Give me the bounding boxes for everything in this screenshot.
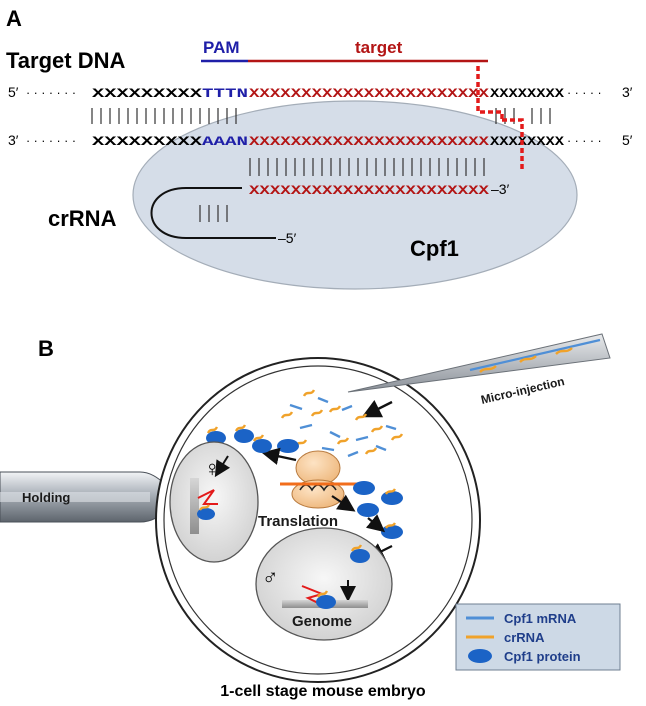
panel-b: B Holding Micro-injection <box>0 333 621 700</box>
arrow-protein-flow <box>365 514 386 533</box>
target-label: target <box>355 38 403 57</box>
arrow-to-female-pronucleus <box>261 447 297 465</box>
ribosome-icon <box>280 450 358 509</box>
cpf1-label: Cpf1 <box>410 236 459 261</box>
legend-protein-icon <box>468 649 492 663</box>
top-base-pair-ticks <box>91 108 551 124</box>
crrna-target-ticks <box>249 158 485 176</box>
legend: Cpf1 mRNA crRNA Cpf1 protein <box>455 603 621 671</box>
crrna-label: crRNA <box>48 206 117 231</box>
translation-label: Translation <box>258 513 338 530</box>
crrna-hairpin <box>150 187 276 239</box>
bottom-three-prime: 3′ <box>8 132 19 148</box>
bottom-right-dots: · · · · · <box>567 134 602 148</box>
arrow-into-female-pronucleus <box>214 455 231 478</box>
top-three-prime: 3′ <box>622 84 633 100</box>
crrna-seq: XXXXXXXXXXXXXXXXXXXXXXX <box>249 184 490 198</box>
cpf1-protein-dot <box>353 481 375 495</box>
pam-label: PAM <box>203 38 240 57</box>
cpf1-protein-dot <box>381 491 403 505</box>
panel-b-letter: B <box>38 336 54 361</box>
injection-label: Micro-injection <box>480 374 566 407</box>
panel-a: A Target DNA PAM target 5′ · · · · · · ·… <box>6 6 633 290</box>
female-cut-marker <box>197 489 218 505</box>
injection-arrow <box>361 400 393 418</box>
legend-crrna-label: crRNA <box>504 630 545 645</box>
bottom-strand-cleavage-site <box>502 118 524 170</box>
bottom-left-dots: · · · · · · · <box>26 134 76 148</box>
genome-label: Genome <box>292 613 352 630</box>
holding-label: Holding <box>22 490 70 505</box>
female-symbol: ♀ <box>204 456 221 481</box>
crrna-three-prime: –3′ <box>491 181 510 197</box>
embryo-label: 1-cell stage mouse embryo <box>220 683 426 700</box>
bottom-right-seq: XXXXXXXX <box>490 135 565 149</box>
female-genome-dna <box>190 478 199 534</box>
arrow-ribosome-to-protein <box>331 494 356 512</box>
legend-protein-label: Cpf1 protein <box>504 649 581 664</box>
top-five-prime: 5′ <box>8 84 19 100</box>
bottom-pam-seq: AAAN <box>202 135 248 149</box>
bottom-five-prime: 5′ <box>622 132 633 148</box>
holding-pipette: Holding <box>0 471 169 523</box>
cpf1-protein-ellipse <box>132 100 578 290</box>
cpf1-protein-dot <box>277 439 299 453</box>
top-right-seq: XXXXXXXX <box>490 87 565 101</box>
top-strand-cleavage-site <box>476 66 504 120</box>
male-symbol: ♂ <box>262 564 279 589</box>
target-dna-label: Target DNA <box>6 48 125 73</box>
top-right-dots: · · · · · <box>567 86 602 100</box>
bottom-left-seq: XXXXXXXXX <box>92 135 203 149</box>
crrna-five-prime: –5′ <box>278 230 297 246</box>
bottom-dna-strand: 3′ · · · · · · · XXXXXXXXX AAAN XXXXXXXX… <box>8 132 633 149</box>
legend-mrna-label: Cpf1 mRNA <box>504 611 577 626</box>
top-left-seq: XXXXXXXXX <box>92 87 203 101</box>
top-left-dots: · · · · · · · <box>26 86 76 100</box>
cpf1-protein-dot <box>381 525 403 539</box>
zygote-membrane <box>163 365 473 675</box>
top-target-seq: XXXXXXXXXXXXXXXXXXXXXXX <box>249 87 490 101</box>
crrna-stem-ticks <box>199 205 228 222</box>
bottom-target-seq: XXXXXXXXXXXXXXXXXXXXXXX <box>249 135 490 149</box>
top-dna-strand: 5′ · · · · · · · XXXXXXXXX TTTN XXXXXXXX… <box>8 84 633 101</box>
panel-a-letter: A <box>6 6 22 31</box>
cpf1-protein-dot <box>357 503 379 517</box>
top-pam-seq: TTTN <box>202 87 248 101</box>
male-cut-marker <box>301 585 326 605</box>
